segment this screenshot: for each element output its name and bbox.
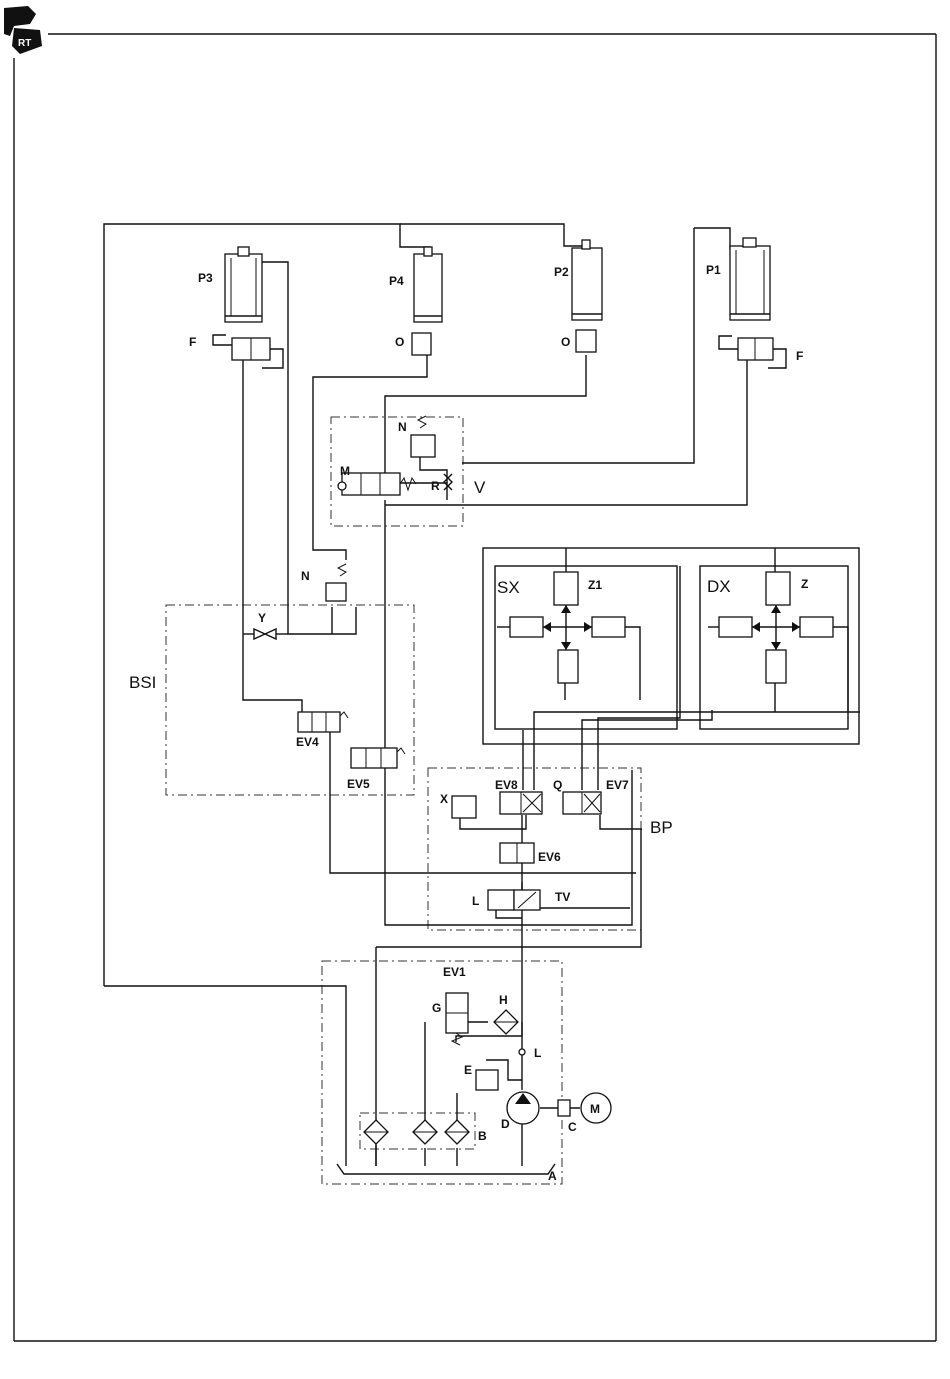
valve-l — [488, 890, 514, 910]
label-tv: TV — [555, 890, 570, 904]
cylinder-z1-top — [554, 572, 578, 605]
label-p3: P3 — [198, 271, 213, 285]
label-f-left: F — [189, 335, 196, 349]
label-motor-m: M — [590, 1102, 600, 1116]
label-ev4: EV4 — [296, 735, 319, 749]
valve-ev5 — [351, 748, 397, 768]
label-l-pump: L — [534, 1046, 541, 1060]
label-g: G — [432, 1001, 441, 1015]
label-c: C — [568, 1120, 577, 1134]
label-ev7: EV7 — [606, 778, 629, 792]
label-ev8: EV8 — [495, 778, 518, 792]
valve-block-v — [331, 417, 463, 526]
label-r: R — [431, 479, 440, 493]
label-e: E — [464, 1063, 472, 1077]
label-a: A — [548, 1169, 557, 1183]
cylinder-p3 — [225, 247, 270, 360]
label-z1: Z1 — [588, 578, 602, 592]
label-q: Q — [553, 778, 562, 792]
label-f-right: F — [796, 349, 803, 363]
label-ev1: EV1 — [443, 965, 466, 979]
label-b: B — [478, 1129, 487, 1143]
label-bsi: BSI — [129, 673, 156, 692]
valve-n-top — [411, 435, 435, 457]
brand-logo: RT — [4, 6, 42, 54]
label-n-mid: N — [301, 569, 310, 583]
label-dx: DX — [707, 577, 731, 596]
label-d: D — [501, 1117, 510, 1131]
label-y: Y — [258, 611, 266, 625]
label-sx: SX — [497, 578, 520, 597]
coupling-c — [558, 1100, 570, 1116]
valve-m — [342, 473, 400, 495]
cylinder-p2 — [572, 240, 602, 352]
label-o-right: O — [561, 335, 570, 349]
valve-e — [476, 1070, 498, 1090]
svg-text:RT: RT — [18, 38, 31, 49]
component-labels: P3 P4 P2 P1 F F O O N M R V N Y BSI EV4 … — [129, 263, 808, 1183]
check-l — [519, 1049, 525, 1055]
cylinder-z-top — [766, 572, 790, 605]
label-x: X — [440, 792, 448, 806]
label-z: Z — [801, 577, 808, 591]
label-v: V — [474, 478, 486, 497]
label-h: H — [499, 993, 508, 1007]
label-ev6: EV6 — [538, 850, 561, 864]
pump-unit-block — [322, 961, 562, 1184]
label-bp: BP — [650, 818, 673, 837]
label-ev5: EV5 — [347, 777, 370, 791]
label-p1: P1 — [706, 263, 721, 277]
hydraulic-lines — [104, 224, 860, 1174]
suspension-cylinders — [225, 238, 773, 360]
cylinder-p1 — [730, 238, 773, 360]
label-o-left: O — [395, 335, 404, 349]
valve-x — [452, 796, 476, 818]
label-n-top: N — [398, 420, 407, 434]
valve-n-mid — [326, 583, 346, 601]
label-p4: P4 — [389, 274, 404, 288]
label-l-valve: L — [472, 894, 479, 908]
valve-ev4 — [298, 712, 340, 732]
cylinder-p4 — [412, 247, 442, 355]
label-m: M — [340, 464, 350, 478]
label-p2: P2 — [554, 265, 569, 279]
brake-cylinders — [497, 572, 848, 712]
valve-y — [254, 629, 276, 639]
